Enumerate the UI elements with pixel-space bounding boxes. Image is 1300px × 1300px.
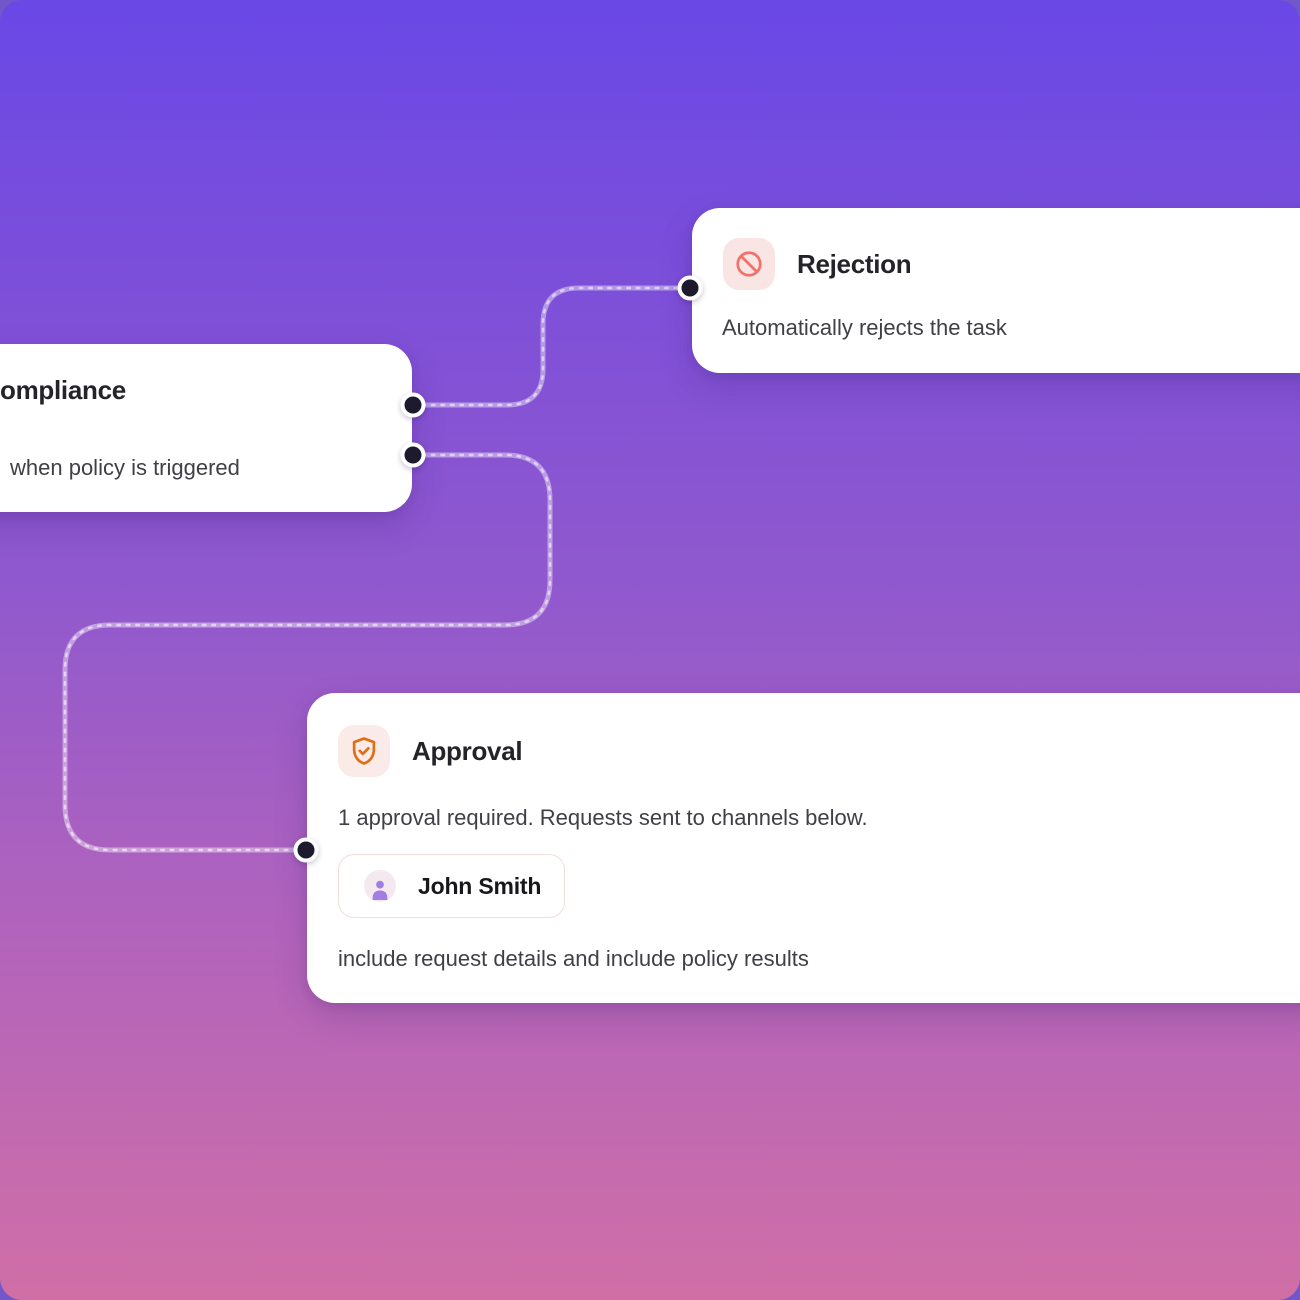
compliance-title: ompliance bbox=[0, 375, 126, 405]
approver-chip[interactable]: John Smith bbox=[338, 854, 565, 918]
shield-check-icon bbox=[352, 737, 376, 765]
node-rejection[interactable]: Rejection Automatically rejects the task bbox=[692, 208, 1300, 373]
port-approval-in[interactable] bbox=[293, 837, 319, 863]
approver-avatar bbox=[364, 870, 396, 902]
edge-compliance-to-rejection-dashes bbox=[411, 286, 692, 407]
approval-title: Approval bbox=[412, 736, 523, 766]
port-compliance-out-top[interactable] bbox=[400, 392, 426, 418]
compliance-description: when policy is triggered bbox=[10, 455, 240, 480]
port-rejection-in[interactable] bbox=[677, 275, 703, 301]
approval-footer: include request details and include poli… bbox=[338, 946, 809, 971]
node-compliance[interactable]: ompliance when policy is triggered bbox=[0, 344, 412, 512]
port-compliance-out-bottom[interactable] bbox=[400, 442, 426, 468]
edge-compliance-to-approval-dashes bbox=[63, 453, 552, 852]
approval-description: 1 approval required. Requests sent to ch… bbox=[338, 805, 868, 830]
rejection-title: Rejection bbox=[797, 249, 912, 279]
ban-icon bbox=[736, 251, 762, 277]
node-approval[interactable]: Approval 1 approval required. Requests s… bbox=[307, 693, 1300, 1003]
approval-icon-tile bbox=[338, 725, 390, 777]
rejection-icon-tile bbox=[723, 238, 775, 290]
approver-name: John Smith bbox=[418, 873, 542, 899]
rejection-description: Automatically rejects the task bbox=[722, 315, 1007, 340]
person-icon bbox=[372, 880, 388, 901]
edge-compliance-to-rejection bbox=[410, 285, 693, 408]
